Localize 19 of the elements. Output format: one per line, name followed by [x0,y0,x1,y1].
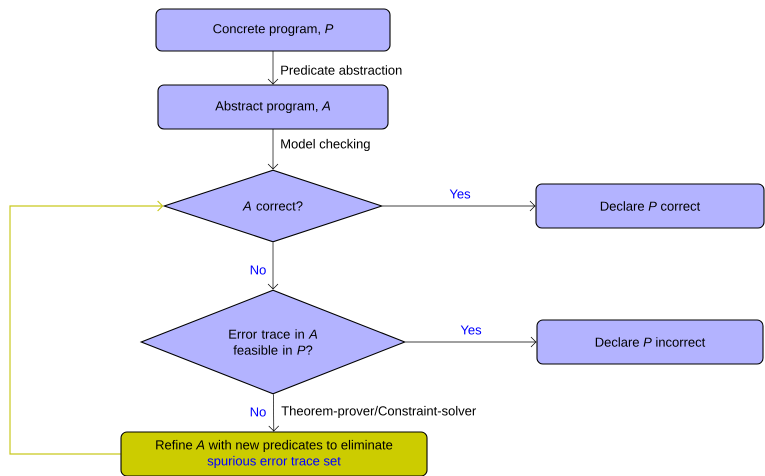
edge-label: Model checking [281,138,370,152]
arrow [9,200,164,455]
edge-label: No [250,265,266,275]
edge-label: Yes [450,189,470,199]
result-box: Declare P correct [535,183,765,229]
arrow [268,242,278,290]
arrow [268,129,278,170]
refine-box: Refine A with new predicates to eliminate spurious error trace set [120,431,428,476]
result-box: Declare P incorrect [536,319,764,365]
process-box: Abstract program, A [157,84,389,130]
edge-label: No [250,407,266,417]
arrow [268,394,280,432]
tool-label: Theorem-prover/Constraint-solver [282,406,476,418]
process-box: Concrete program, P [155,8,391,52]
edge-label: Predicate abstraction [281,65,402,75]
arrow [382,200,536,212]
arrow [268,51,278,84]
arrow [405,336,536,348]
edge-label: Yes [460,325,482,335]
